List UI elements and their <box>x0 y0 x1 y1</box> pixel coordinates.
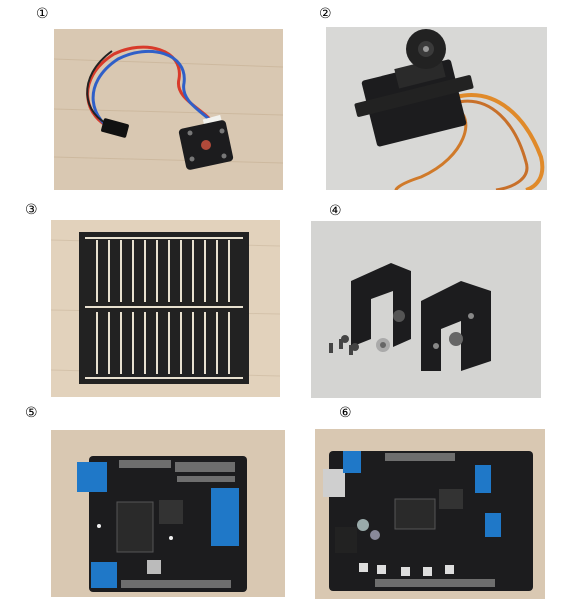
label-1: ① <box>36 6 49 22</box>
label-3: ③ <box>25 202 38 218</box>
photo-servo-motor <box>326 27 547 190</box>
label-6: ⑥ <box>339 405 352 421</box>
label-5: ⑤ <box>25 405 38 421</box>
photo-io-expansion-shield <box>51 430 285 597</box>
photo-light-sensor <box>54 29 283 190</box>
label-2: ② <box>319 6 332 22</box>
photo-servo-bracket-kit <box>311 221 541 398</box>
photo-motor-driver-board <box>315 429 545 599</box>
label-4: ④ <box>329 203 342 219</box>
photo-rain-sensor-board <box>51 220 280 397</box>
